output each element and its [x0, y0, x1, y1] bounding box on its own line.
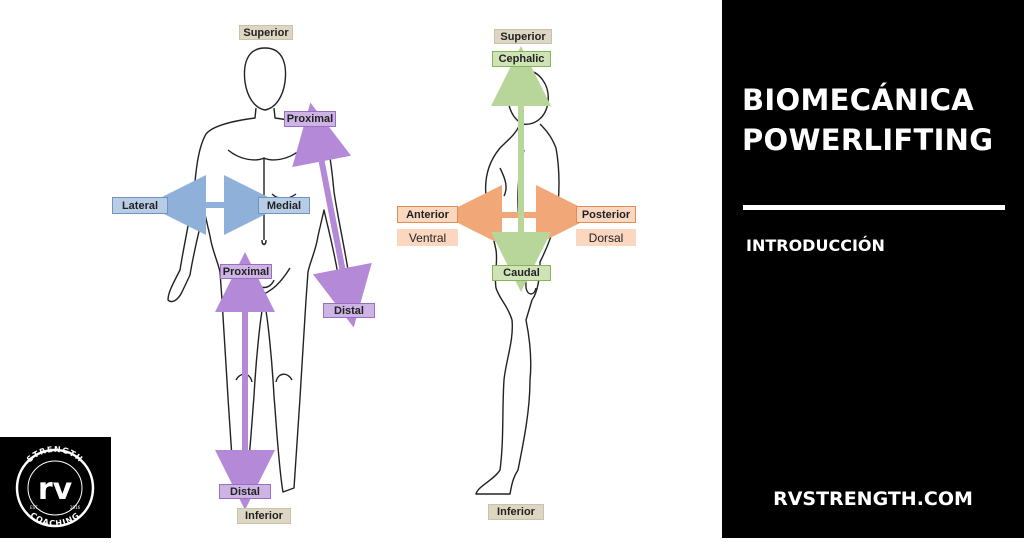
front-inferior-label: Inferior [237, 508, 291, 524]
title-panel: BIOMECÁNICA POWERLIFTING INTRODUCCIÓN RV… [722, 0, 1024, 538]
logo-est-left: EST. [30, 505, 38, 510]
logo-est-right: 2016 [70, 505, 81, 510]
ventral-label: Ventral [397, 229, 458, 246]
logo-badge: STRENGTH COACHING rv EST. 2016 [15, 445, 95, 529]
subtitle: INTRODUCCIÓN [746, 236, 885, 255]
side-inferior-label: Inferior [488, 504, 544, 520]
lateral-label: Lateral [112, 197, 168, 214]
arm-proximal-distal-arrow [292, 102, 372, 328]
logo-monogram: rv [38, 472, 73, 507]
side-superior-label: Superior [494, 29, 552, 44]
title-divider [743, 205, 1005, 210]
caudal-label: Caudal [492, 265, 551, 281]
side-body-outline [475, 69, 560, 495]
leg-proximal-label: Proximal [220, 264, 272, 279]
svg-text:COACHING: COACHING [28, 511, 81, 529]
anatomy-figures [146, 45, 596, 510]
front-superior-label: Superior [239, 25, 293, 40]
rv-strength-logo: STRENGTH COACHING rv EST. 2016 [0, 437, 111, 538]
title-line-1: BIOMECÁNICA [742, 83, 975, 117]
logo-ring-bottom-text: COACHING [28, 511, 80, 529]
leg-distal-label: Distal [219, 484, 271, 499]
arm-proximal-label: Proximal [284, 111, 336, 127]
anterior-label: Anterior [397, 206, 458, 223]
title-line-2: POWERLIFTING [742, 123, 994, 157]
anatomy-diagram: Superior Proximal Lateral Medial Proxima… [112, 25, 636, 524]
dorsal-label: Dorsal [576, 229, 636, 246]
medial-label: Medial [258, 197, 310, 214]
arm-distal-label: Distal [323, 303, 375, 318]
cephalic-label: Cephalic [492, 51, 551, 67]
posterior-label: Posterior [576, 206, 636, 223]
website-link[interactable]: RVSTRENGTH.COM [773, 488, 973, 510]
page-title: BIOMECÁNICA POWERLIFTING [742, 80, 993, 160]
